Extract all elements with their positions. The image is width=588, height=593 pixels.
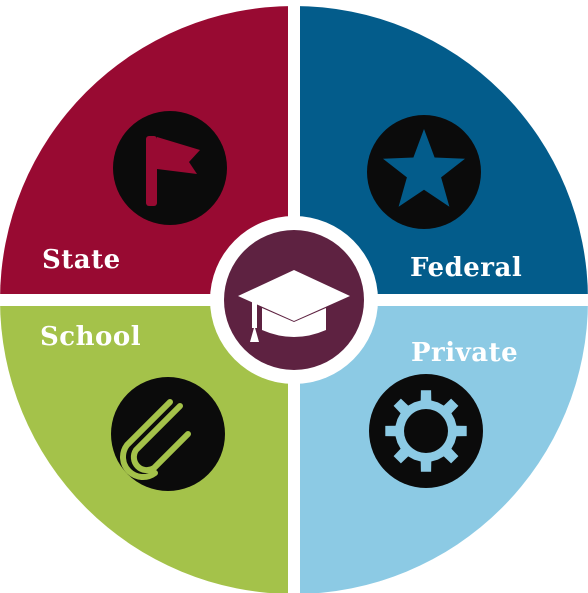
federal-label: Federal [410,253,522,283]
state-label: State [42,245,121,275]
star-icon [367,115,481,229]
private-label: Private [411,338,518,368]
gear-icon [369,374,483,488]
paper-clip-icon [111,377,225,491]
flag-icon [113,111,227,225]
graduation-cap-icon [238,270,350,342]
school-label: School [40,322,141,352]
center-badge [210,216,378,384]
